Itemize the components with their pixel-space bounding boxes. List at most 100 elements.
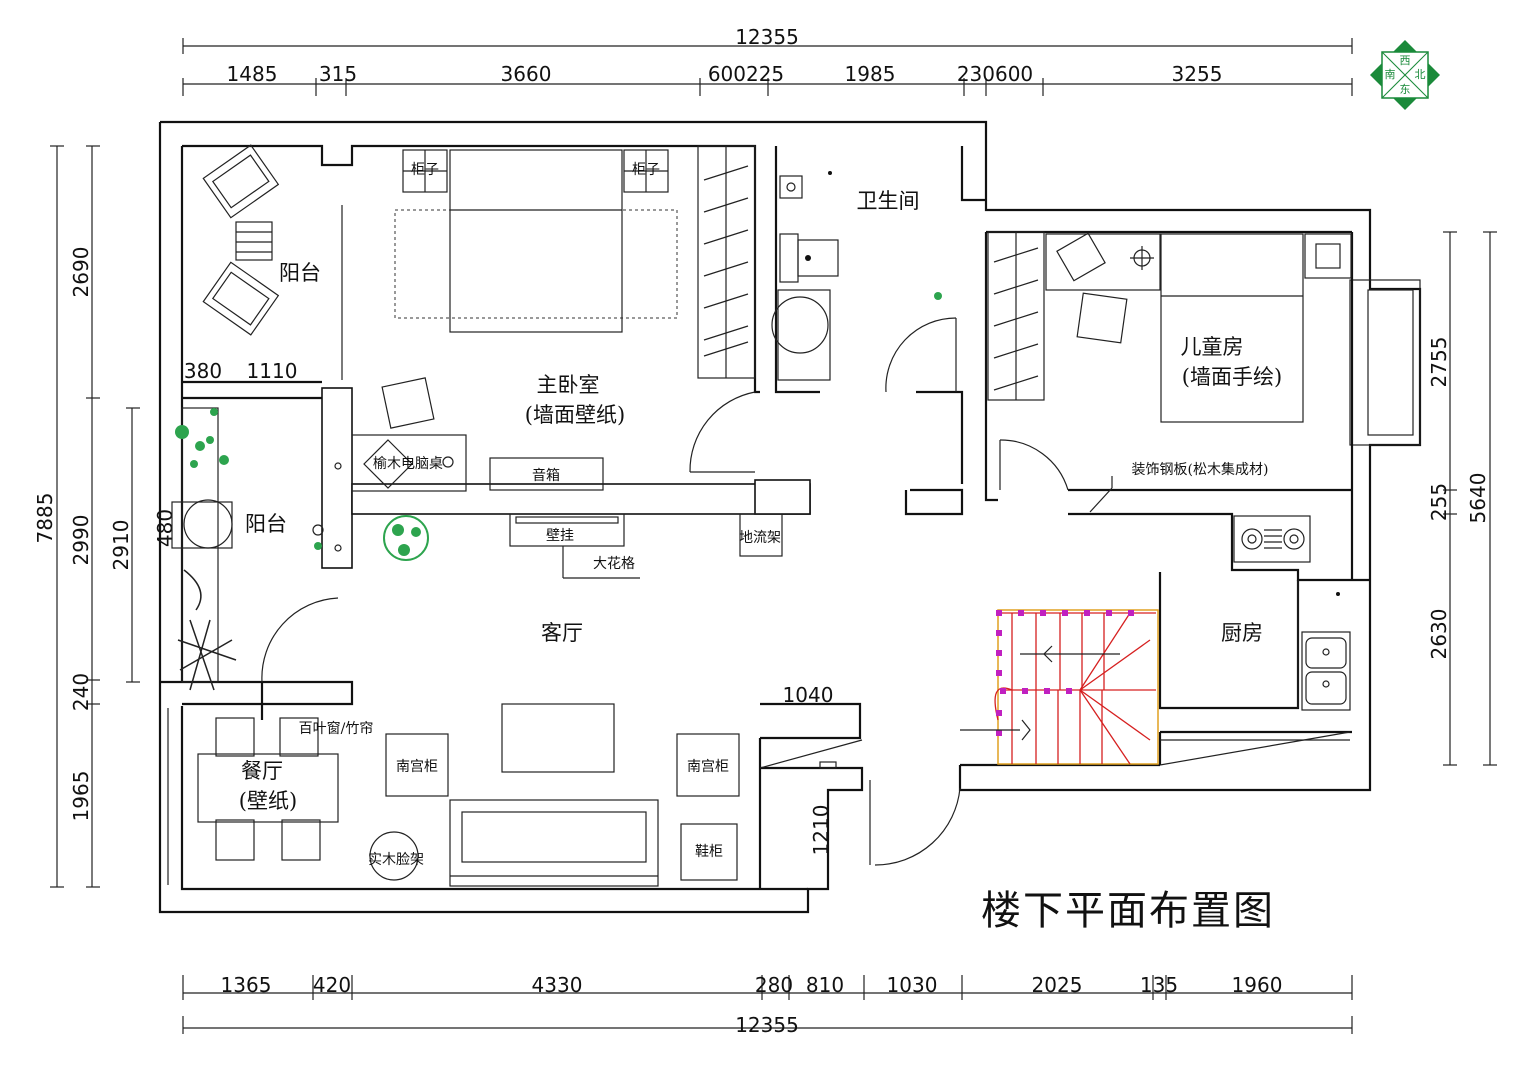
bamboo-icon <box>177 569 237 691</box>
desk-label: 榆木电脑桌 <box>373 456 443 472</box>
left-dim-3: 240 <box>69 673 93 711</box>
dining-chair-icon <box>281 819 321 861</box>
dining-chair-icon <box>279 717 319 757</box>
side-table-icon <box>235 221 273 261</box>
basin-stand-icon <box>369 831 419 881</box>
left-total-dim: 7885 <box>33 493 57 544</box>
dining-chair-icon <box>215 819 255 861</box>
floor-drain-label: 地流架 <box>739 530 781 546</box>
child-nightstand-icon <box>1304 233 1352 279</box>
stair-width-dim: 1040 <box>783 683 834 707</box>
child-bed-icon <box>1160 233 1304 423</box>
left-dimension-chain: 7885 2690 2990 240 1965 2910 480 <box>33 145 177 888</box>
toilet-icon <box>797 239 839 277</box>
plant-icon <box>934 292 942 300</box>
toilet-tank-icon <box>779 233 799 283</box>
master-bedroom: 柜子 柜子 榆木电脑桌 音箱 主卧室 (墙面壁纸) <box>351 145 756 492</box>
room-note-dining: (壁纸) <box>239 789 297 813</box>
top-dim-5: 1985 <box>845 62 896 86</box>
room-note-child: (墙面手绘) <box>1182 365 1282 389</box>
bottom-dim-4: 280 <box>755 973 793 997</box>
dining-chair-icon <box>215 717 255 757</box>
bottom-dim-3: 4330 <box>532 973 583 997</box>
top-dim-3: 3660 <box>501 62 552 86</box>
right-dim-1: 2755 <box>1427 337 1451 388</box>
dining-table-icon <box>197 753 339 823</box>
room-note-master: (墙面壁纸) <box>525 403 625 427</box>
dining-room: 餐厅 (壁纸) 百叶窗/竹帘 <box>167 708 374 885</box>
coffee-table-icon <box>501 703 615 773</box>
outer-walls <box>158 120 1422 914</box>
deco-board-label: 装饰钢板(松木集成材) <box>1132 461 1269 478</box>
bottom-dim-6: 1030 <box>887 973 938 997</box>
bottom-dim-2: 420 <box>313 973 351 997</box>
top-dim-1: 1485 <box>227 62 278 86</box>
interior-walls <box>160 146 1352 889</box>
sofa-icon <box>449 799 659 887</box>
room-label-kitchen: 厨房 <box>1221 621 1263 645</box>
lounge-chair-icon <box>202 144 280 219</box>
right-dim-2: 255 <box>1427 483 1451 521</box>
compass-south: 南 <box>1385 68 1396 81</box>
blinds-label: 百叶窗/竹帘 <box>299 720 374 737</box>
south-cabinet-left <box>385 733 449 797</box>
shoe-cabinet-icon <box>680 823 738 881</box>
bed-icon <box>449 149 623 333</box>
stair-height-dim: 1210 <box>809 805 833 856</box>
bottom-dim-9: 1960 <box>1232 973 1283 997</box>
compass-icon: 西 北 南 东 <box>1370 40 1440 110</box>
staircase-icon <box>960 609 1159 765</box>
basin-icon <box>771 296 829 354</box>
bottom-dim-5: 810 <box>806 973 844 997</box>
shoe-cabinet-label: 鞋柜 <box>695 844 723 860</box>
chair-icon <box>381 377 435 429</box>
compass-west: 西 <box>1400 54 1411 67</box>
room-label-dining: 餐厅 <box>241 759 283 783</box>
bathroom: 卫生间 <box>771 171 942 381</box>
right-dim-3: 2630 <box>1427 609 1451 660</box>
living-room: 壁挂 大花格 地流架 客厅 南宫柜 南宫柜 鞋柜 实木脸架 <box>368 513 783 887</box>
room-label-balcony-mid: 阳台 <box>245 512 287 536</box>
bottom-dimension-chain: 1365 420 4330 280 810 1030 2025 135 1960… <box>182 973 1353 1037</box>
study-desk-icon <box>1045 233 1161 291</box>
entry: 1040 1210 <box>783 683 837 856</box>
bottom-dim-7: 2025 <box>1032 973 1083 997</box>
basin-stand-label: 实木脸架 <box>368 852 424 868</box>
flower-rack-label: 大花格 <box>593 556 635 572</box>
bottom-dim-1: 1365 <box>221 973 272 997</box>
vanity-icon <box>777 289 831 381</box>
speaker-label: 音箱 <box>532 467 560 484</box>
balcony-dim-a: 380 <box>184 359 222 383</box>
south-cabinet-left-label: 南宫柜 <box>396 759 438 775</box>
right-dimension-chain: 5640 2755 255 2630 <box>1427 231 1497 766</box>
left-dim-1: 2690 <box>69 247 93 298</box>
top-dim-2: 315 <box>319 62 357 86</box>
cabinet-left-label: 柜子 <box>411 162 439 178</box>
bottom-dim-8: 135 <box>1140 973 1178 997</box>
top-dim-7: 3255 <box>1172 62 1223 86</box>
room-label-balcony-top: 阳台 <box>279 261 321 285</box>
right-total-dim: 5640 <box>1466 473 1490 524</box>
balcony-dim-b: 1110 <box>247 359 298 383</box>
tv-cabinet-icon <box>509 513 625 547</box>
page-title: 楼下平面布置图 <box>981 888 1275 934</box>
room-label-master: 主卧室 <box>537 373 600 397</box>
top-dimension-chain: 12355 1485 315 3660 600225 1985 230600 3… <box>182 25 1353 96</box>
room-label-bathroom: 卫生间 <box>857 189 920 213</box>
room-label-child: 儿童房 <box>1181 335 1244 359</box>
kitchen: 厨房 <box>1159 515 1351 766</box>
tv-label: 壁挂 <box>546 528 574 544</box>
compass-north: 北 <box>1415 68 1426 81</box>
left-inner-small-dim: 480 <box>153 509 177 547</box>
desk-icon <box>351 434 467 492</box>
sink-icon <box>1301 631 1351 711</box>
left-dim-4: 1965 <box>69 771 93 822</box>
plant-icon <box>175 408 229 468</box>
room-label-living: 客厅 <box>541 621 583 645</box>
mid-balcony: 阳台 <box>171 407 342 691</box>
cabinet-right-label: 柜子 <box>632 162 660 178</box>
left-dim-2: 2990 <box>69 515 93 566</box>
top-dim-4: 600225 <box>708 62 784 86</box>
top-balcony: 阳台 380 1110 <box>184 144 321 383</box>
floor-drain-icon <box>739 513 783 557</box>
